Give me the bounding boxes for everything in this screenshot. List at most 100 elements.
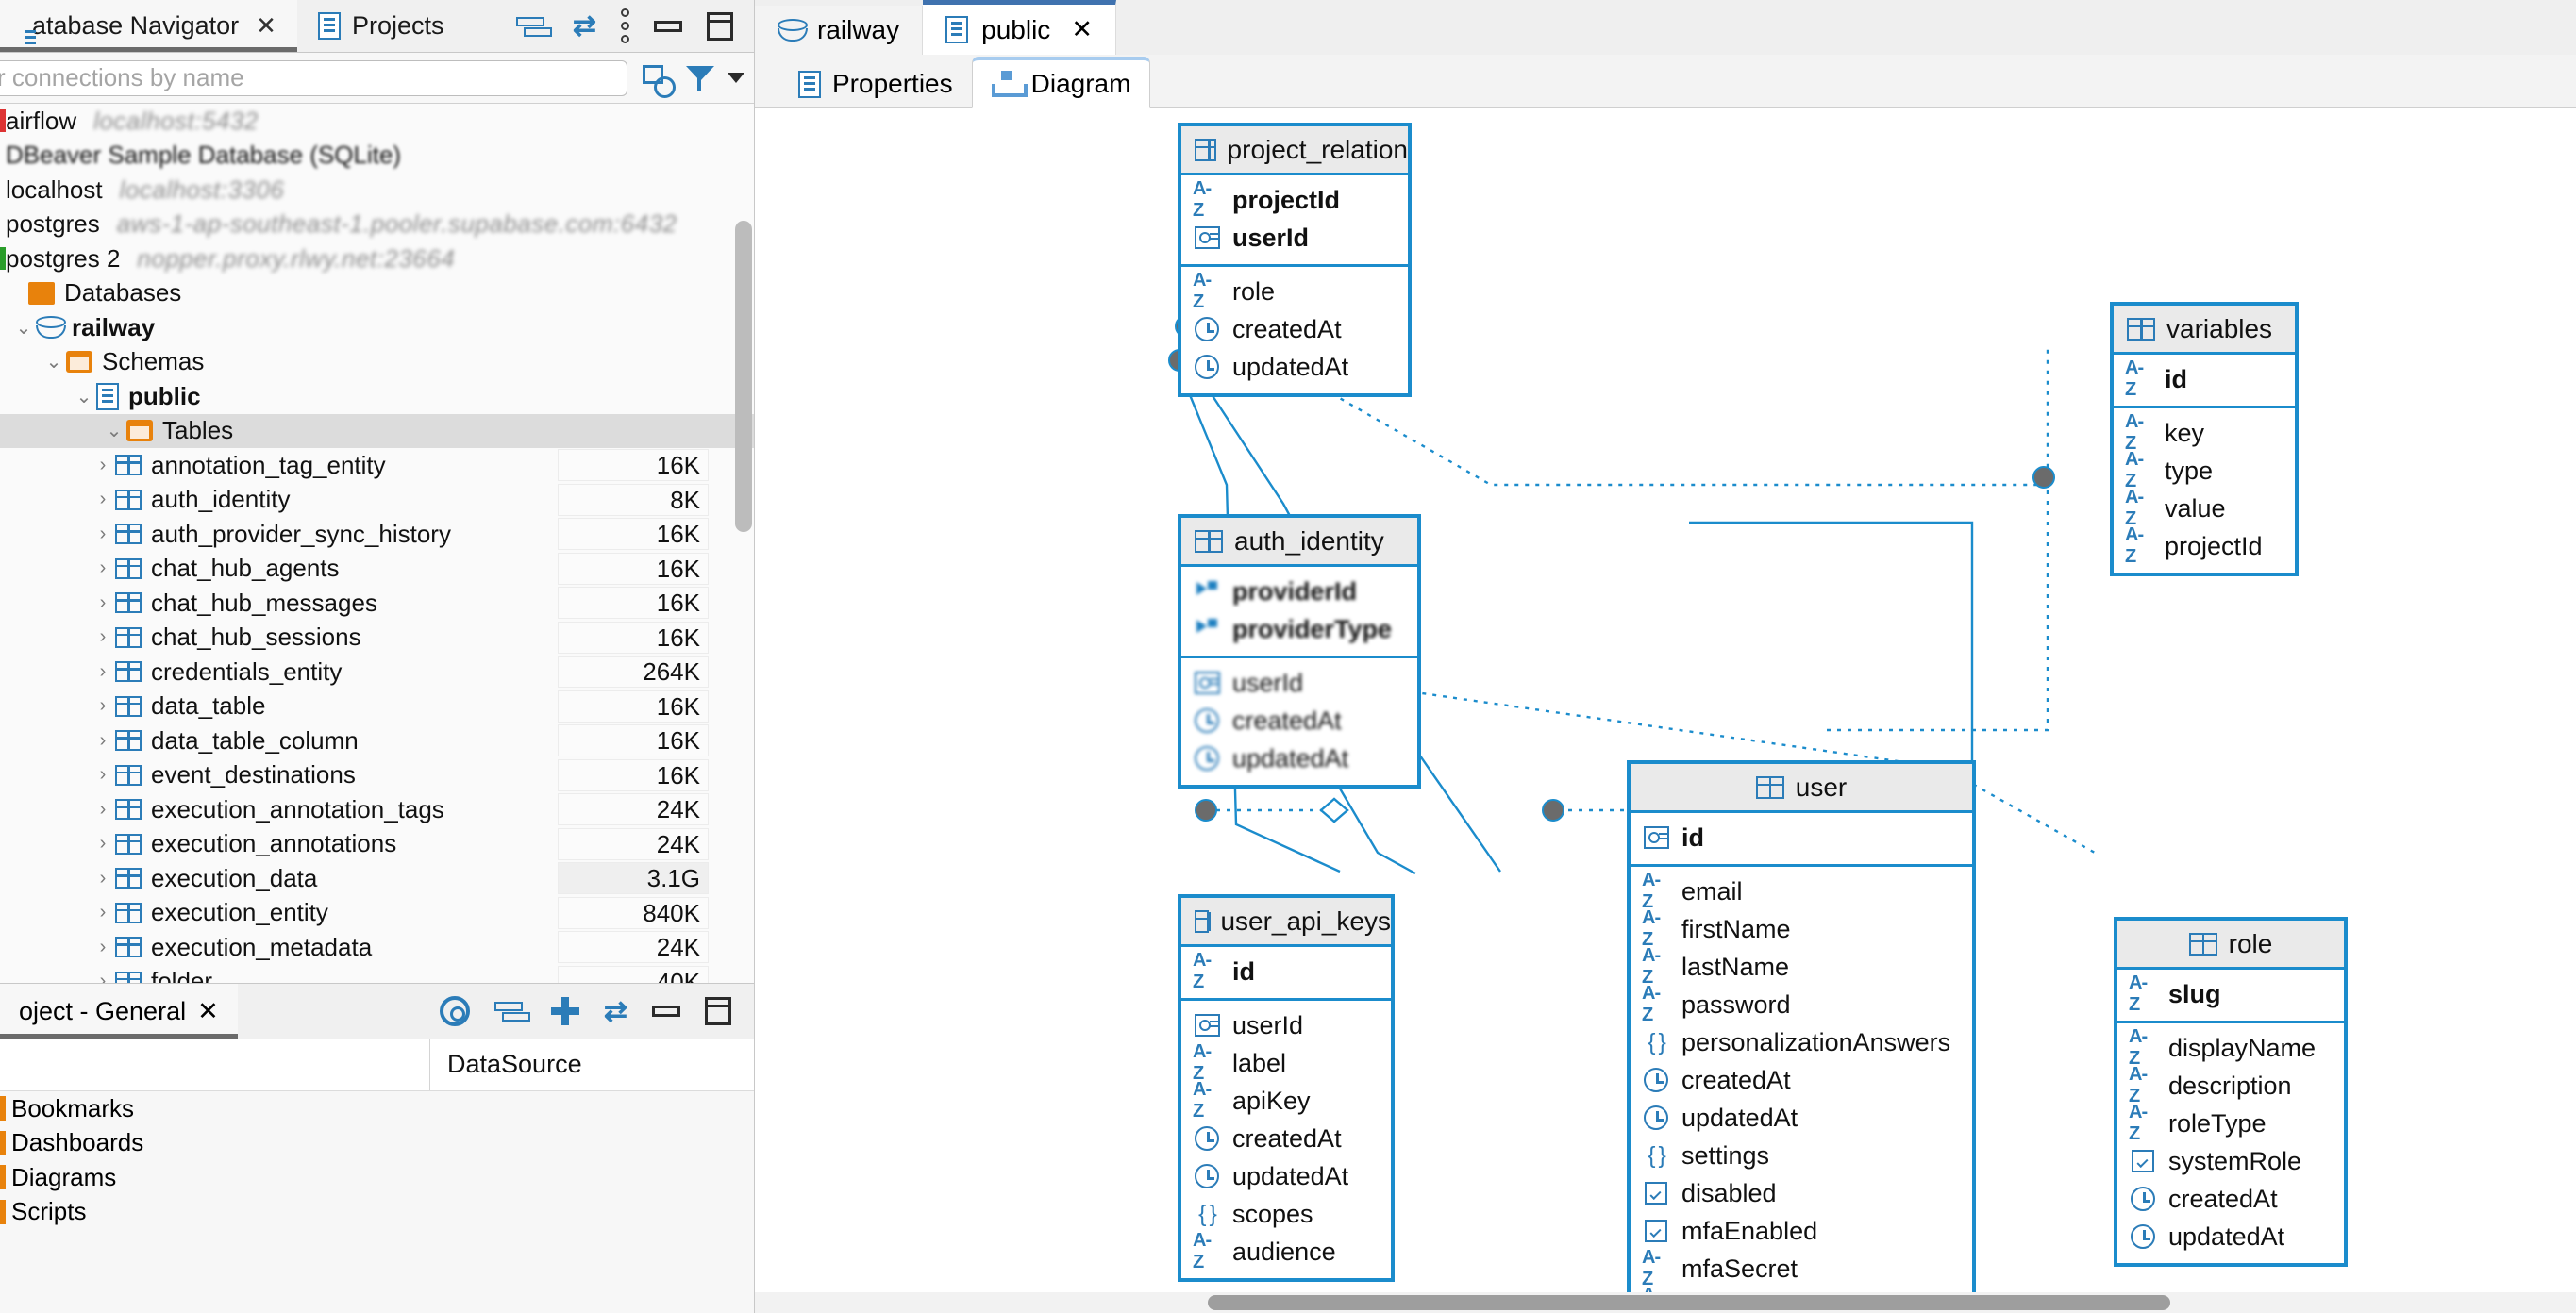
tab-diagram[interactable]: Diagram	[971, 57, 1151, 108]
tab-database-navigator[interactable]: atabase Navigator ✕	[0, 0, 297, 52]
chevron-down-icon[interactable]: ⌄	[106, 421, 123, 442]
chevron-down-icon[interactable]: ⌄	[45, 352, 62, 374]
close-icon[interactable]: ✕	[1071, 15, 1093, 43]
list-item[interactable]: Dashboards	[0, 1126, 754, 1161]
close-icon[interactable]: ✕	[197, 996, 219, 1025]
entity-header[interactable]: user_api_keys	[1181, 898, 1391, 947]
entity-column[interactable]: updatedAt	[2117, 1218, 2344, 1255]
tree-item-public[interactable]: ⌄ public	[0, 379, 754, 414]
tree-item-connection[interactable]: airflow localhost:5432	[0, 104, 754, 139]
entity-header[interactable]: auth_identity	[1181, 518, 1417, 567]
editor-tab-public[interactable]: public ✕	[923, 0, 1116, 55]
list-item[interactable]: Diagrams	[0, 1160, 754, 1195]
chevron-right-icon[interactable]: ›	[99, 936, 107, 957]
filter-settings-icon[interactable]	[684, 63, 714, 93]
entity-column[interactable]: providerId	[1181, 573, 1417, 610]
chevron-right-icon[interactable]: ›	[99, 557, 107, 579]
entity-column[interactable]: systemRole	[2117, 1142, 2344, 1180]
search-input[interactable]: r connections by name	[0, 59, 627, 96]
entity-column[interactable]: createdAt	[1631, 1061, 1972, 1099]
chevron-right-icon[interactable]: ›	[99, 695, 107, 717]
tree-item-railway[interactable]: ⌄ railway	[0, 310, 754, 345]
chevron-down-icon[interactable]: ⌄	[15, 317, 32, 339]
add-icon[interactable]	[550, 997, 579, 1025]
entity-column[interactable]: createdAt	[1181, 1120, 1391, 1157]
connected-only-icon[interactable]	[641, 63, 676, 98]
tree-item-connection[interactable]: DBeaver Sample Database (SQLite)	[0, 139, 754, 174]
entity-column[interactable]: userId	[1181, 219, 1408, 257]
chevron-right-icon[interactable]: ›	[99, 729, 107, 751]
entity-column[interactable]: updatedAt	[1631, 1099, 1972, 1137]
minimize-icon[interactable]	[654, 20, 682, 32]
entity-column[interactable]: updatedAt	[1181, 1157, 1391, 1195]
chevron-right-icon[interactable]: ›	[99, 523, 107, 544]
link-editor-icon[interactable]: ⇄	[603, 995, 627, 1027]
view-menu-icon[interactable]	[621, 8, 629, 43]
canvas-hscrollbar[interactable]	[755, 1292, 2576, 1313]
editor-tab-railway[interactable]: railway	[755, 6, 924, 55]
entity-column[interactable]: mfaEnabled	[1631, 1212, 1972, 1250]
entity-column[interactable]: id	[1631, 819, 1972, 856]
link-editor-icon[interactable]: ⇄	[572, 10, 596, 42]
tab-properties[interactable]: Properties	[779, 61, 972, 107]
chevron-right-icon[interactable]: ›	[99, 764, 107, 786]
entity-header[interactable]: project_relation	[1181, 126, 1408, 175]
gear-icon[interactable]	[439, 996, 470, 1026]
column-header-datasource[interactable]: DataSource	[429, 1039, 754, 1090]
entity-column[interactable]: { }settings	[1631, 1137, 1972, 1174]
chevron-right-icon[interactable]: ›	[99, 833, 107, 855]
tree-item-connection[interactable]: postgres aws-1-ap-southeast-1.pooler.sup…	[0, 208, 754, 242]
entity-column[interactable]: { }personalizationAnswers	[1631, 1023, 1972, 1061]
entity-column[interactable]: updatedAt	[1181, 740, 1417, 777]
tree-scrollbar[interactable]	[735, 108, 752, 979]
chevron-right-icon[interactable]: ›	[99, 867, 107, 889]
entity-column[interactable]: providerType	[1181, 610, 1417, 648]
entity-column[interactable]: { }scopes	[1181, 1195, 1391, 1233]
chevron-right-icon[interactable]: ›	[99, 798, 107, 820]
entity-column[interactable]: userId	[1181, 664, 1417, 702]
tree-item-connection[interactable]: postgres 2 nopper.proxy.rlwy.net:23664	[0, 241, 754, 276]
chevron-right-icon[interactable]: ›	[99, 489, 107, 510]
database-tree[interactable]: airflow localhost:5432 DBeaver Sample Da…	[0, 104, 754, 983]
entity-column[interactable]: createdAt	[2117, 1180, 2344, 1218]
tree-item-connection[interactable]: localhost localhost:3306	[0, 173, 754, 208]
chevron-right-icon[interactable]: ›	[99, 971, 107, 983]
collapse-all-icon[interactable]	[515, 16, 552, 37]
entity-header[interactable]: variables	[2114, 306, 2295, 355]
